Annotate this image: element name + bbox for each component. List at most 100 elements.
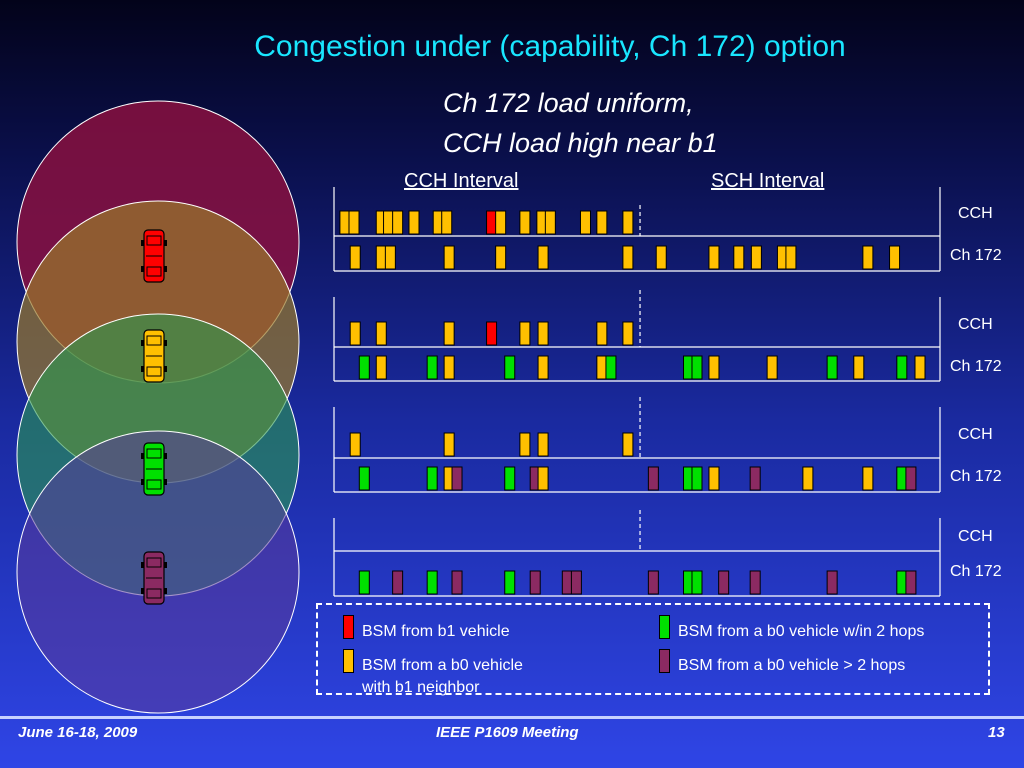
- packet-ch172: [358, 466, 370, 491]
- legend-label-b0-neighbor-line2: with b1 neighbor: [362, 679, 480, 696]
- packet-ch172: [718, 570, 730, 595]
- packet-ch172: [749, 570, 761, 595]
- packet-ch172: [802, 466, 814, 491]
- packet-ch172: [889, 245, 901, 270]
- packet-cch: [443, 432, 455, 457]
- packet-cch: [622, 432, 634, 457]
- packet-ch172: [349, 245, 361, 270]
- packet-ch172: [451, 466, 463, 491]
- packet-cch: [486, 321, 498, 346]
- packet-ch172: [537, 245, 549, 270]
- packet-cch: [486, 210, 498, 235]
- packet-ch172: [647, 570, 659, 595]
- legend-label-b0-neighbor: BSM from a b0 vehicle: [362, 657, 523, 674]
- packet-ch172: [537, 355, 549, 380]
- packet-ch172: [708, 245, 720, 270]
- packet-ch172: [750, 245, 762, 270]
- packet-ch172: [691, 466, 703, 491]
- packet-ch172: [785, 245, 797, 270]
- packet-ch172: [561, 570, 573, 595]
- vehicle-range-circles: [16, 100, 300, 714]
- car-yellow-icon: [141, 329, 167, 383]
- packet-ch172: [862, 245, 874, 270]
- footer-page-number: 13: [988, 724, 1005, 741]
- packet-cch: [519, 210, 531, 235]
- channel-timeline: [333, 187, 941, 597]
- row4-ch172-label: Ch 172: [950, 563, 1002, 580]
- packet-cch: [596, 321, 608, 346]
- row1-ch172-label: Ch 172: [950, 247, 1002, 264]
- packet-ch172: [749, 466, 761, 491]
- packet-ch172: [570, 570, 582, 595]
- row1-cch-label: CCH: [958, 205, 993, 222]
- packet-ch172: [896, 355, 908, 380]
- row2-cch-label: CCH: [958, 316, 993, 333]
- packet-cch: [495, 210, 507, 235]
- packet-ch172: [896, 466, 908, 491]
- legend-label-b1: BSM from b1 vehicle: [362, 623, 510, 640]
- footer-meeting: IEEE P1609 Meeting: [436, 724, 579, 741]
- packet-ch172: [853, 355, 865, 380]
- packet-ch172: [914, 355, 926, 380]
- row3-ch172-label: Ch 172: [950, 468, 1002, 485]
- packet-ch172: [655, 245, 667, 270]
- packet-ch172: [766, 355, 778, 380]
- packet-ch172: [708, 466, 720, 491]
- packet-ch172: [691, 570, 703, 595]
- packet-ch172: [384, 245, 396, 270]
- packet-ch172: [862, 466, 874, 491]
- car-purple-icon: [141, 551, 167, 605]
- legend: BSM from b1 vehicle BSM from a b0 vehicl…: [316, 603, 990, 696]
- packet-cch: [622, 321, 634, 346]
- legend-swatch-b0-neighbor: [343, 649, 354, 673]
- packet-ch172: [392, 570, 404, 595]
- packet-ch172: [596, 355, 608, 380]
- packet-cch: [348, 210, 360, 235]
- packet-ch172: [375, 355, 387, 380]
- packet-cch: [339, 210, 351, 235]
- packet-ch172: [443, 355, 455, 380]
- packet-cch: [349, 432, 361, 457]
- timeline-block-4: [333, 510, 941, 597]
- legend-swatch-b0-far: [659, 649, 670, 673]
- packet-ch172: [495, 245, 507, 270]
- packet-cch: [383, 210, 395, 235]
- row4-cch-label: CCH: [958, 528, 993, 545]
- legend-label-b0-2hops: BSM from a b0 vehicle w/in 2 hops: [678, 623, 925, 640]
- sch-interval-label: SCH Interval: [711, 170, 825, 192]
- packet-ch172: [826, 570, 838, 595]
- packet-ch172: [443, 245, 455, 270]
- packet-cch: [537, 432, 549, 457]
- footer-divider: [0, 716, 1024, 719]
- legend-swatch-b1: [343, 615, 354, 639]
- packet-cch: [579, 210, 591, 235]
- packet-ch172: [504, 570, 516, 595]
- packet-ch172: [691, 355, 703, 380]
- timeline-block-1: [333, 187, 941, 272]
- packet-cch: [596, 210, 608, 235]
- packet-ch172: [375, 245, 387, 270]
- subtitle-line-2: CCH load high near b1: [443, 128, 718, 158]
- packet-ch172: [358, 570, 370, 595]
- packet-cch: [441, 210, 453, 235]
- packet-cch: [519, 432, 531, 457]
- packet-ch172: [426, 355, 438, 380]
- packet-cch: [349, 321, 361, 346]
- packet-cch: [408, 210, 420, 235]
- packet-ch172: [426, 570, 438, 595]
- packet-ch172: [504, 355, 516, 380]
- packet-cch: [622, 210, 634, 235]
- packet-cch: [375, 321, 387, 346]
- packet-ch172: [647, 466, 659, 491]
- packet-ch172: [451, 570, 463, 595]
- packet-cch: [544, 210, 556, 235]
- legend-swatch-b0-2hops: [659, 615, 670, 639]
- slide-title: Congestion under (capability, Ch 172) op…: [254, 30, 846, 63]
- packet-ch172: [905, 466, 917, 491]
- packet-cch: [392, 210, 404, 235]
- cch-interval-label: CCH Interval: [404, 170, 519, 192]
- packet-ch172: [896, 570, 908, 595]
- packet-ch172: [426, 466, 438, 491]
- packet-ch172: [529, 570, 541, 595]
- packet-ch172: [605, 355, 617, 380]
